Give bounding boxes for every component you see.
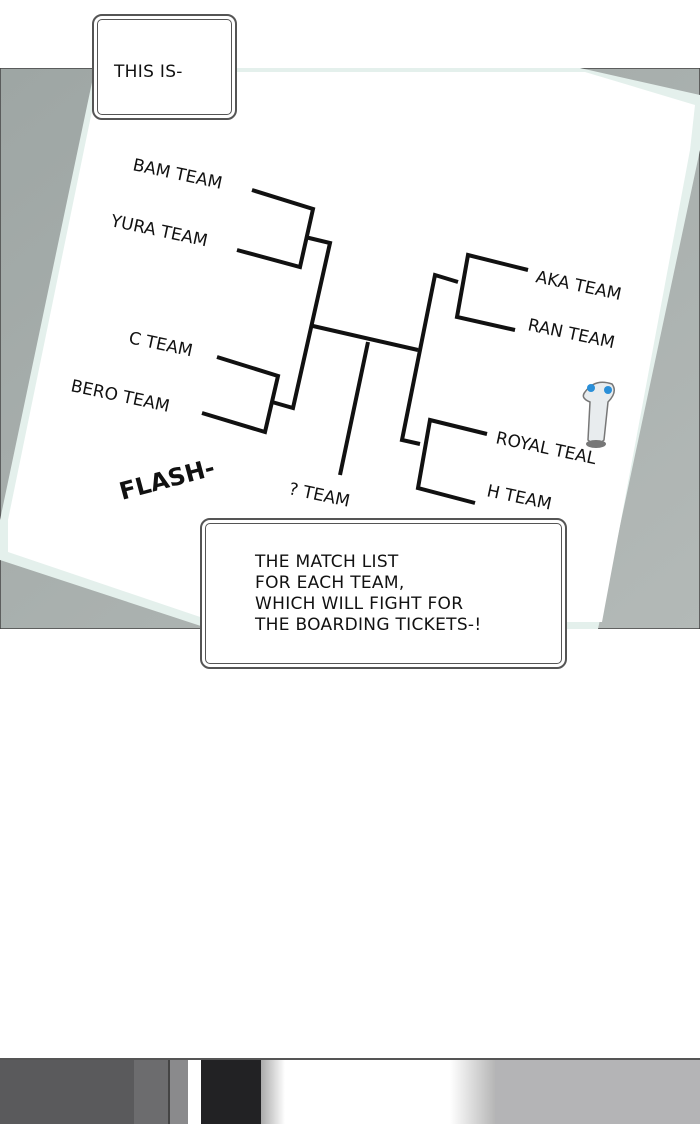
match-list-paper: [8, 72, 695, 622]
caption-text: THIS IS-: [114, 62, 183, 82]
bracket-line-right-semifinal: [399, 272, 459, 446]
bracket-line-center: [312, 324, 419, 352]
bracket-line-left-semifinal: [271, 235, 333, 411]
caption-text: THE MATCH LIST FOR EACH TEAM, WHICH WILL…: [255, 552, 482, 635]
royal-teal-piece-icon: [582, 381, 615, 448]
bracket-line-aka-ran: [454, 252, 529, 332]
caption-box-top: THIS IS-: [92, 14, 237, 120]
bracket-panel: BAM TEAM YURA TEAM C TEAM BERO TEAM AKA …: [0, 68, 700, 629]
bracket-line-c-bero: [201, 355, 281, 435]
next-panel-strip: [0, 1058, 700, 1124]
bracket-line-royal-h: [415, 417, 488, 505]
bracket-line-question: [338, 341, 370, 476]
caption-box-bottom: THE MATCH LIST FOR EACH TEAM, WHICH WILL…: [200, 518, 567, 669]
bracket-lines: [201, 188, 529, 505]
